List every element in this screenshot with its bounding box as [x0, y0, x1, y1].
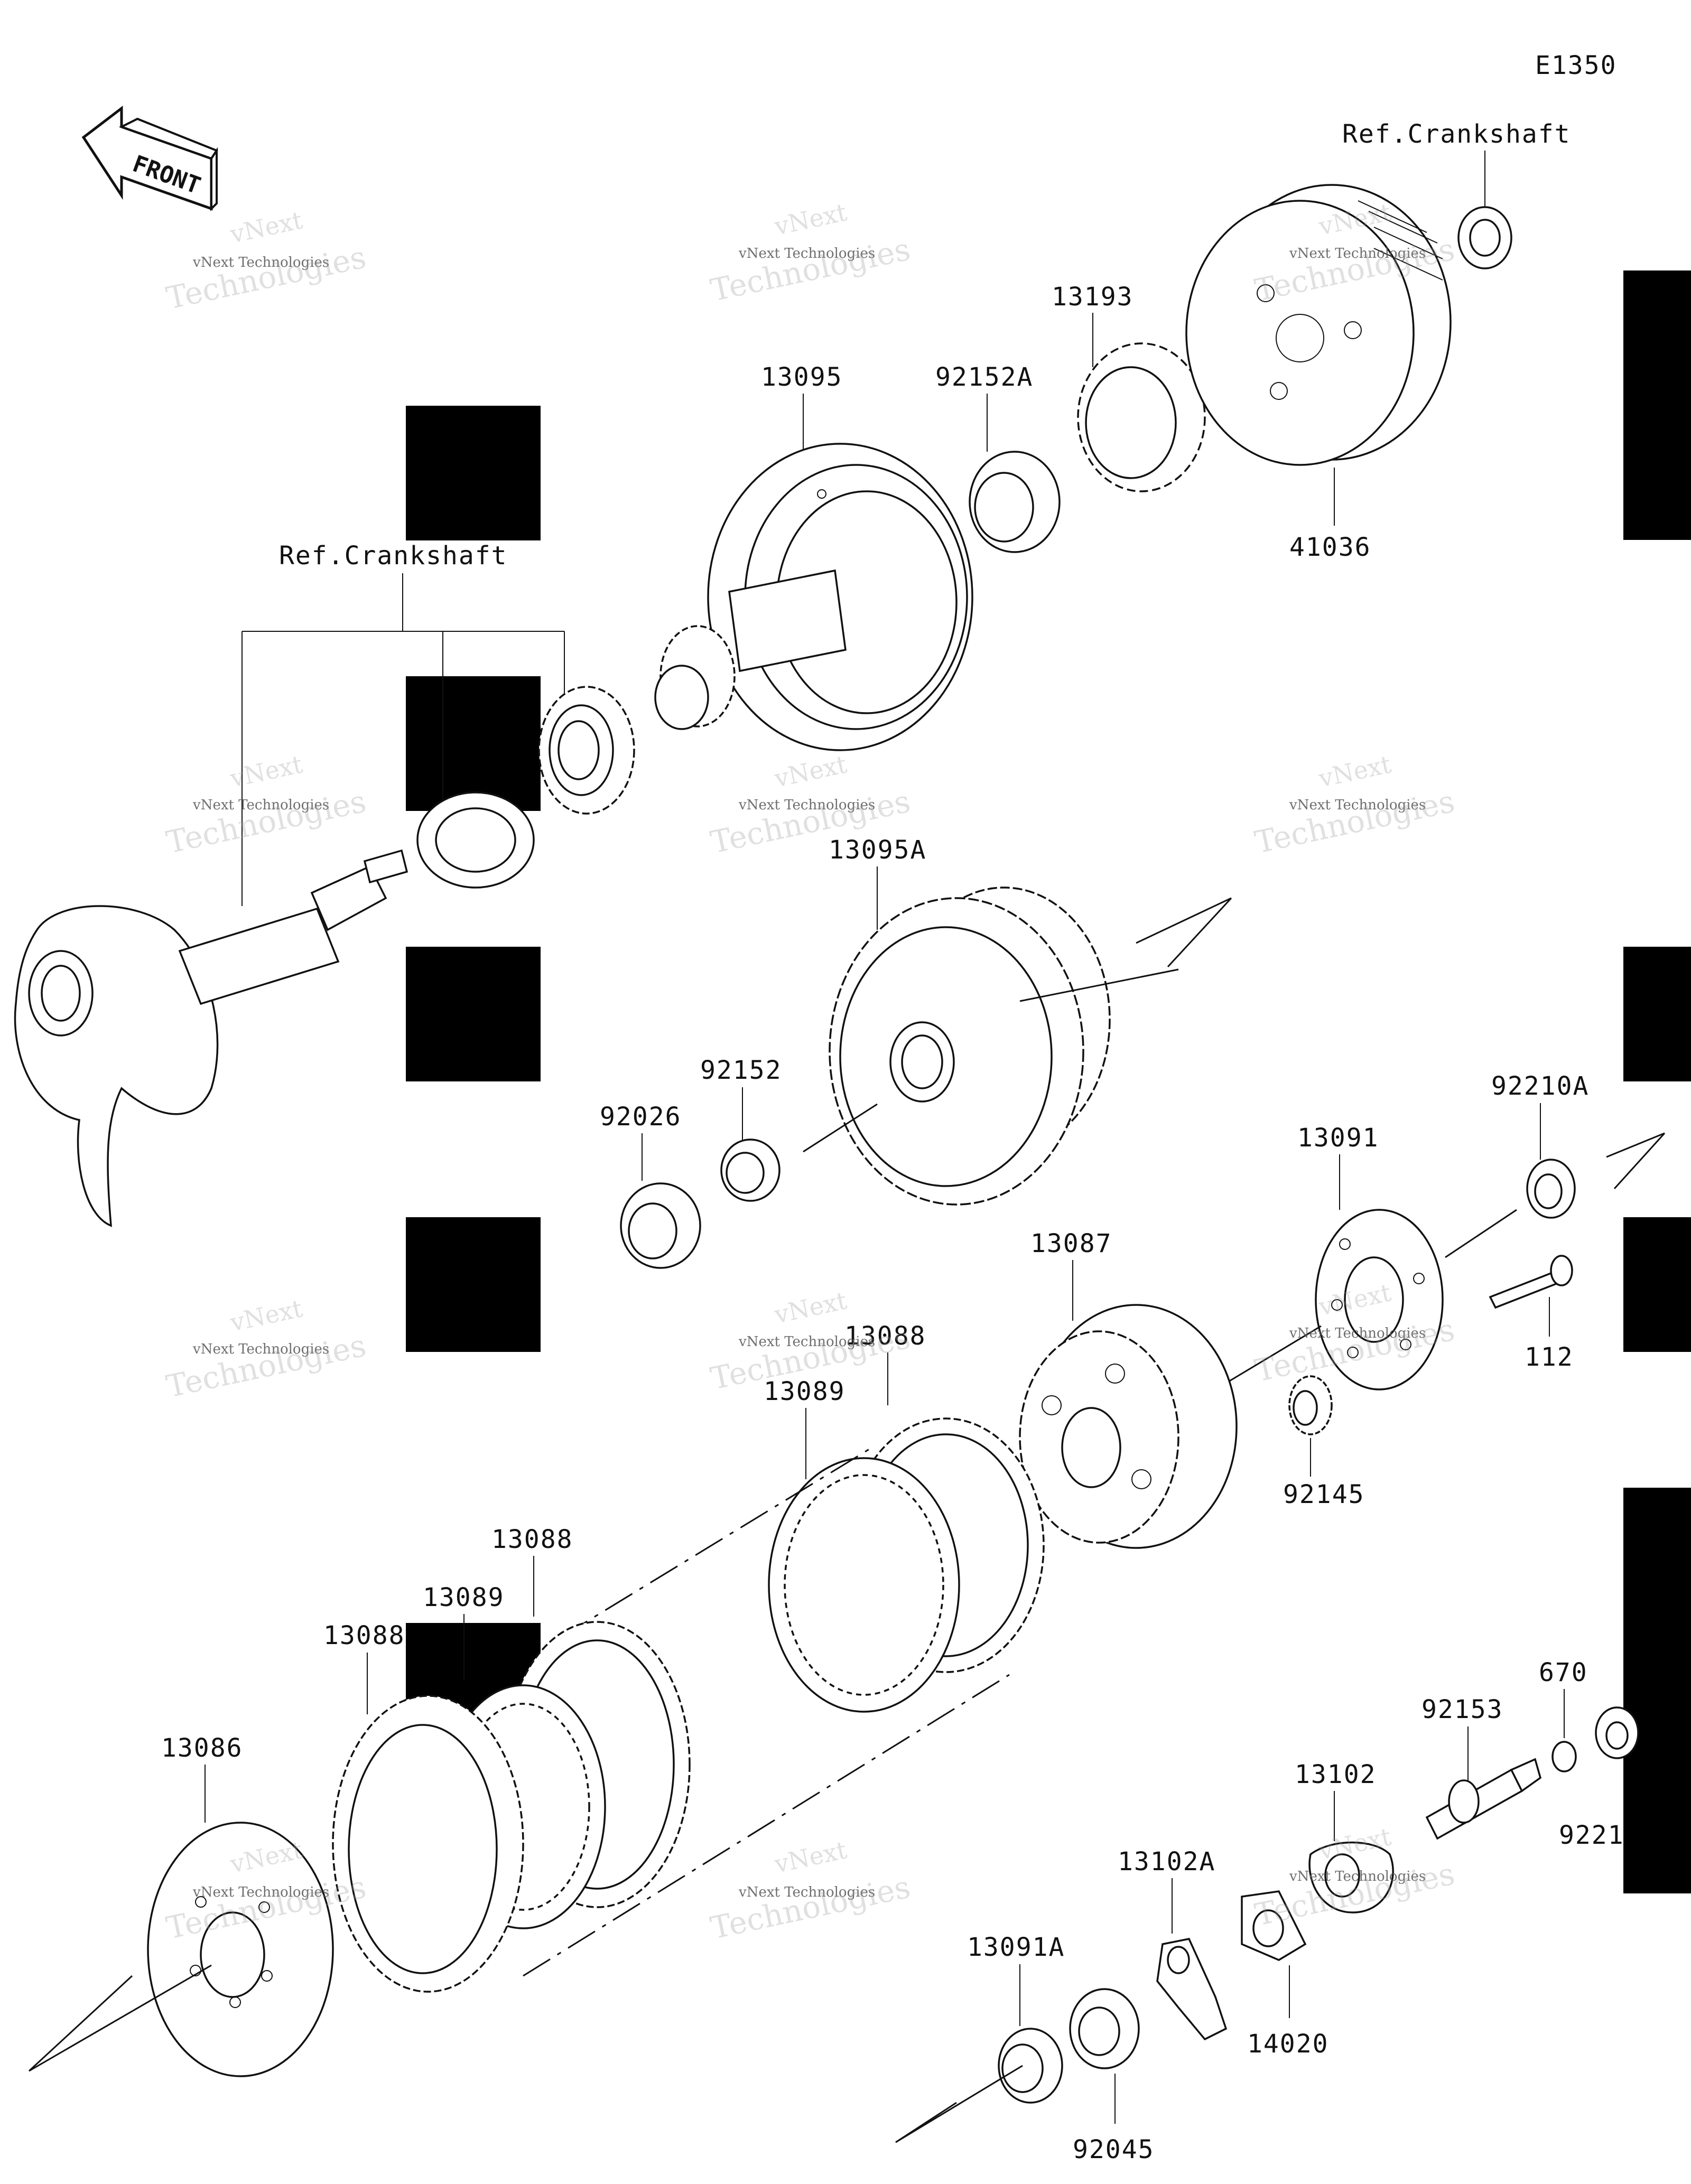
part-13086	[147, 1822, 334, 2077]
part-label-13088-lower: 13088	[323, 1621, 405, 1650]
crank-nut	[1457, 206, 1512, 269]
svg-text:vNext Technologies: vNext Technologies	[192, 255, 329, 270]
part-9221	[1595, 1706, 1639, 1759]
svg-text:vNext: vNext	[772, 1286, 850, 1329]
part-41036	[1185, 184, 1452, 466]
part-label-13087: 13087	[1030, 1229, 1112, 1258]
black-block	[1623, 1217, 1691, 1352]
part-13102A	[1156, 1938, 1228, 2041]
part-label-92152A: 92152A	[935, 362, 1033, 392]
part-label-41036: 41036	[1289, 533, 1371, 562]
part-label-92210A: 92210A	[1491, 1071, 1589, 1101]
part-label-13091: 13091	[1297, 1123, 1379, 1153]
svg-text:Technologies: Technologies	[163, 1327, 369, 1404]
part-label-13086: 13086	[161, 1733, 243, 1763]
part-92152	[720, 1138, 781, 1202]
svg-text:vNext Technologies: vNext Technologies	[738, 1884, 875, 1900]
part-92026	[620, 1182, 701, 1269]
part-label-13088-mid: 13088	[491, 1525, 573, 1554]
part-13193	[1077, 342, 1206, 492]
part-label-13193: 13193	[1052, 282, 1133, 312]
part-13089-upper	[768, 1457, 960, 1713]
part-14020	[1241, 1890, 1307, 1961]
part-label-13088-upper: 13088	[844, 1321, 926, 1351]
svg-text:Technologies: Technologies	[708, 231, 914, 308]
part-label-14020: 14020	[1247, 2029, 1329, 2059]
part-13088-lower	[332, 1695, 524, 1993]
part-92045	[1069, 1988, 1140, 2069]
part-13095	[654, 443, 973, 751]
svg-text:vNext Technologies: vNext Technologies	[1289, 1869, 1426, 1884]
part-92210A	[1526, 1159, 1576, 1219]
part-label-13089-upper: 13089	[764, 1377, 846, 1406]
part-13102	[1308, 1841, 1394, 1914]
part-92145	[1288, 1375, 1333, 1435]
part-13095A	[829, 886, 1111, 1206]
part-112	[1489, 1255, 1573, 1309]
black-block	[406, 406, 541, 540]
part-label-92026: 92026	[600, 1102, 682, 1132]
svg-text:Technologies: Technologies	[163, 239, 369, 316]
svg-text:vNext Technologies: vNext Technologies	[738, 797, 875, 813]
svg-text:Technologies: Technologies	[1252, 783, 1458, 860]
svg-text:vNext: vNext	[772, 1835, 850, 1879]
svg-text:vNext: vNext	[227, 1294, 305, 1337]
black-block	[406, 1217, 541, 1352]
part-label-13089-lower: 13089	[423, 1583, 505, 1612]
part-label-9221: 9221	[1559, 1821, 1624, 1850]
front-arrow-icon: FRONT	[81, 105, 219, 211]
svg-text:vNext Technologies: vNext Technologies	[192, 1884, 329, 1900]
part-label-92045: 92045	[1073, 2135, 1155, 2164]
svg-text:vNext: vNext	[1316, 750, 1394, 793]
part-13091A	[998, 2028, 1063, 2104]
svg-text:vNext Technologies: vNext Technologies	[738, 1334, 875, 1350]
svg-text:vNext Technologies: vNext Technologies	[738, 246, 875, 262]
part-label-92153: 92153	[1421, 1695, 1503, 1724]
ref-crankshaft-label: Ref.Crankshaft	[279, 541, 508, 571]
part-label-92152: 92152	[700, 1056, 782, 1085]
crankshaft	[14, 849, 408, 1227]
part-label-13095: 13095	[761, 362, 843, 392]
black-block	[1623, 270, 1691, 540]
black-block	[1623, 1488, 1691, 1893]
svg-text:vNext: vNext	[772, 750, 850, 793]
svg-text:vNext Technologies: vNext Technologies	[192, 1341, 329, 1357]
svg-text:vNext Technologies: vNext Technologies	[1289, 246, 1426, 262]
svg-text:vNext: vNext	[227, 206, 305, 249]
crank-gear	[538, 686, 635, 815]
part-label-670: 670	[1539, 1658, 1588, 1687]
part-92152A	[969, 451, 1061, 553]
part-13091	[1315, 1209, 1444, 1390]
svg-text:vNext: vNext	[772, 198, 850, 241]
svg-text:Technologies: Technologies	[708, 1869, 914, 1946]
svg-text:vNext Technologies: vNext Technologies	[192, 797, 329, 813]
black-block	[1623, 947, 1691, 1081]
part-92153	[1425, 1758, 1542, 1840]
svg-text:vNext: vNext	[227, 750, 305, 793]
part-label-92145: 92145	[1283, 1480, 1365, 1509]
part-label-13102: 13102	[1295, 1760, 1377, 1789]
black-block	[406, 947, 541, 1081]
svg-text:Technologies: Technologies	[163, 783, 369, 860]
svg-text:vNext Technologies: vNext Technologies	[1289, 797, 1426, 813]
part-label-13102A: 13102A	[1118, 1847, 1215, 1877]
ref-crankshaft-label: Ref.Crankshaft	[1342, 119, 1571, 149]
part-label-112: 112	[1525, 1342, 1574, 1372]
part-670	[1551, 1741, 1577, 1772]
diagram-code: E1350	[1535, 51, 1617, 80]
bearing	[416, 791, 535, 889]
svg-text:vNext Technologies: vNext Technologies	[1289, 1326, 1426, 1341]
part-13087	[1019, 1304, 1238, 1549]
black-block	[406, 676, 541, 811]
part-label-13095A: 13095A	[829, 835, 926, 865]
part-label-13091A: 13091A	[967, 1933, 1065, 1962]
